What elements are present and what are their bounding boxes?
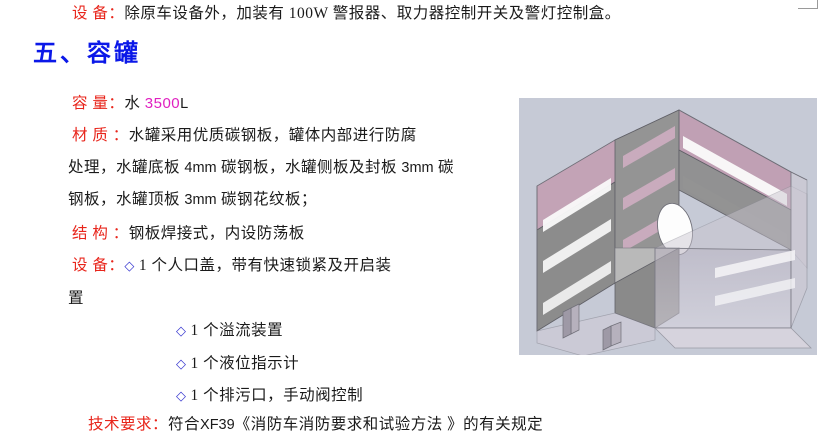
- text-technical-pre: 符合: [168, 416, 201, 433]
- value-bottom-plate-thickness: 4mm: [184, 160, 217, 176]
- diamond-bullet-icon: ◇: [176, 323, 187, 338]
- paragraph-material-line3: 钢板，水罐顶板 3mm 碳钢花纹板；: [68, 192, 317, 208]
- paragraph-capacity: 容 量：水 3500L: [72, 96, 188, 112]
- list-item: ◇1 个液位指示计: [176, 356, 299, 372]
- diamond-bullet-icon: ◇: [176, 388, 187, 403]
- label-equipment-list: 设 备：: [72, 257, 125, 274]
- paragraph-equipment-list-head-wrap: 置: [68, 290, 85, 307]
- list-item-label: 1 个溢流装置: [190, 322, 284, 339]
- value-standard-code: XF39: [200, 417, 235, 433]
- text-material-line2-pre: 处理，水罐底板: [68, 159, 185, 176]
- label-material: 材 质 ：: [72, 127, 129, 144]
- text-structure: 钢板焊接式，内设防荡板: [128, 225, 305, 242]
- value-capacity-number: 3500: [144, 95, 181, 112]
- list-item: ◇1 个溢流装置: [176, 323, 283, 339]
- paragraph-structure: 结 构 ：钢板焊接式，内设防荡板: [72, 226, 305, 242]
- list-item-label: 1 个排污口，手动阀控制: [190, 387, 364, 404]
- label-structure: 结 构 ：: [72, 225, 129, 242]
- list-item: ◇1 个排污口，手动阀控制: [176, 388, 363, 404]
- page-margin-corner-mark-top-right: [798, 0, 818, 9]
- diamond-bullet-icon: ◇: [124, 258, 135, 273]
- document-text-column: 设 备：除原车设备外，加装有 100W 警报器、取力器控制开关及警灯控制盒。 五…: [33, 6, 620, 433]
- label-technical-requirement: 技术要求：: [88, 416, 169, 433]
- value-side-plate-thickness: 3mm: [401, 160, 434, 176]
- paragraph-technical-requirement: 技术要求：符合XF39《消防车消防要求和试验方法 》的有关规定: [88, 417, 543, 433]
- paragraph-material-line1: 材 质 ：水罐采用优质碳钢板，罐体内部进行防腐: [72, 128, 417, 144]
- text-material-line1: 水罐采用优质碳钢板，罐体内部进行防腐: [128, 127, 417, 144]
- text-material-line3-pre: 钢板，水罐顶板: [68, 191, 185, 208]
- text-equipment-item-first: 1 个人口盖，带有快速锁紧及开启装: [138, 257, 392, 274]
- paragraph-material-line2: 处理，水罐底板 4mm 碳钢板，水罐侧板及封板 3mm 碳: [68, 160, 454, 176]
- value-capacity-unit: L: [180, 96, 189, 112]
- paragraph-equipment-list-head: 设 备：◇1 个人口盖，带有快速锁紧及开启装: [72, 258, 392, 274]
- text-equipment-intro: 除原车设备外，加装有 100W 警报器、取力器控制开关及警灯控制盒。: [124, 5, 621, 22]
- list-item-label: 1 个液位指示计: [190, 355, 300, 372]
- label-equipment: 设 备：: [72, 5, 125, 22]
- paragraph-equipment-intro: 设 备：除原车设备外，加装有 100W 警报器、取力器控制开关及警灯控制盒。: [72, 6, 621, 22]
- text-material-line2-post: 碳: [433, 159, 455, 176]
- text-material-line3-post: 碳钢花纹板；: [216, 191, 318, 208]
- label-capacity: 容 量：: [72, 95, 125, 112]
- value-top-plate-thickness: 3mm: [184, 192, 217, 208]
- text-capacity-prefix: 水: [124, 95, 145, 112]
- diamond-bullet-icon: ◇: [176, 356, 187, 371]
- section-heading-tank: 五、容罐: [33, 40, 141, 67]
- text-material-line2-mid: 碳钢板，水罐侧板及封板: [216, 159, 402, 176]
- water-tank-cad-figure: [519, 98, 817, 355]
- text-technical-post: 《消防车消防要求和试验方法 》的有关规定: [234, 416, 544, 433]
